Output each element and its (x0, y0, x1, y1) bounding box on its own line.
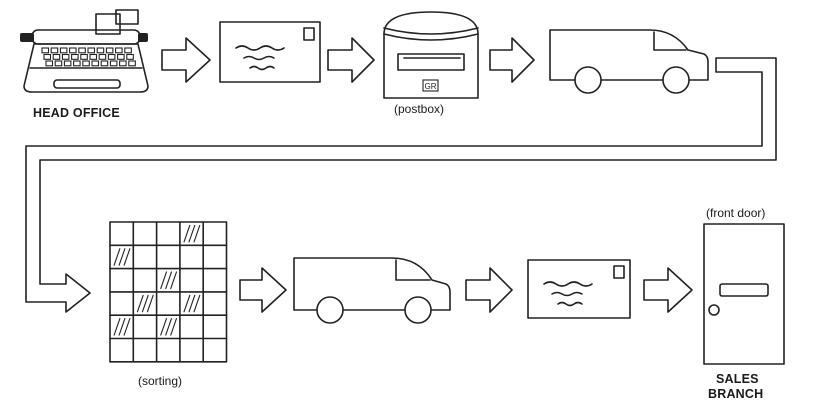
typewriter-key (117, 53, 125, 60)
sorting-grid-icon (109, 221, 228, 363)
sorting-hatch (188, 224, 196, 243)
typewriter-key (61, 53, 70, 60)
typewriter-key (89, 53, 98, 60)
van-icon (549, 29, 709, 94)
front-door-label: (front door) (706, 206, 766, 220)
flow-arrow-5 (465, 267, 513, 313)
front-door-icon (703, 223, 785, 365)
sorting-hatch (193, 224, 201, 243)
typewriter-icon (20, 9, 149, 93)
typewriter-key (73, 60, 81, 67)
typewriter-key (128, 60, 136, 67)
typewriter-key (100, 60, 109, 67)
typewriter-key (45, 60, 54, 67)
sorting-label: (sorting) (138, 374, 183, 388)
sales-branch-label-line2: BRANCH (708, 387, 764, 401)
sorting-hatch (118, 248, 126, 266)
sorting-hatch (160, 271, 168, 290)
postbox-label: (postbox) (394, 102, 445, 116)
typewriter-key (54, 60, 63, 67)
sorting-hatch (123, 318, 131, 336)
typewriter-key (43, 53, 52, 60)
sorting-hatch (170, 271, 178, 290)
sorting-hatch (146, 294, 154, 313)
sorting-hatch (136, 294, 144, 313)
typewriter-key (82, 60, 90, 67)
sorting-hatch (165, 271, 173, 290)
typewriter-key (63, 60, 72, 67)
flow-arrow-1 (161, 37, 211, 83)
sorting-hatch (165, 318, 173, 336)
typewriter-key (109, 60, 118, 67)
postbox-icon: GR (383, 11, 479, 99)
head-office-label: HEAD OFFICE (33, 106, 120, 120)
flow-arrow-4 (239, 267, 287, 313)
typewriter-key (69, 47, 77, 54)
typewriter-key (98, 53, 107, 60)
flow-arrow-2 (327, 37, 375, 83)
typewriter-key (50, 47, 59, 54)
sorting-hatch (170, 318, 178, 336)
typewriter-key (87, 47, 96, 54)
typewriter-key (80, 53, 88, 60)
typewriter-key (119, 60, 127, 67)
flow-arrow-6 (643, 267, 693, 313)
envelope-icon (219, 21, 321, 83)
connector-arrow (25, 57, 777, 313)
typewriter-key (105, 47, 114, 54)
sales-branch-label-line1: SALES (716, 372, 759, 386)
typewriter-key (71, 53, 79, 60)
typewriter-key (52, 53, 61, 60)
envelope-icon-bottom (527, 259, 631, 319)
sorting-hatch (193, 294, 201, 313)
postbox-sign: GR (425, 82, 437, 91)
sorting-hatch (113, 248, 121, 266)
typewriter-key (115, 47, 123, 54)
sorting-hatch (123, 248, 131, 266)
van-icon-bottom (293, 257, 451, 324)
typewriter-key (59, 47, 68, 54)
sorting-hatch (118, 318, 126, 336)
sorting-hatch (113, 318, 121, 336)
sorting-hatch (188, 294, 196, 313)
sorting-hatch (183, 224, 191, 243)
typewriter-key (91, 60, 100, 67)
sorting-hatch (160, 318, 168, 336)
sorting-hatch (183, 294, 191, 313)
typewriter-key (124, 47, 132, 54)
flow-arrow-3 (489, 37, 535, 83)
typewriter-key (96, 47, 105, 54)
typewriter-key (78, 47, 86, 54)
sorting-hatch (141, 294, 149, 313)
typewriter-key (126, 53, 134, 60)
typewriter-key (41, 47, 50, 54)
typewriter-key (107, 53, 116, 60)
